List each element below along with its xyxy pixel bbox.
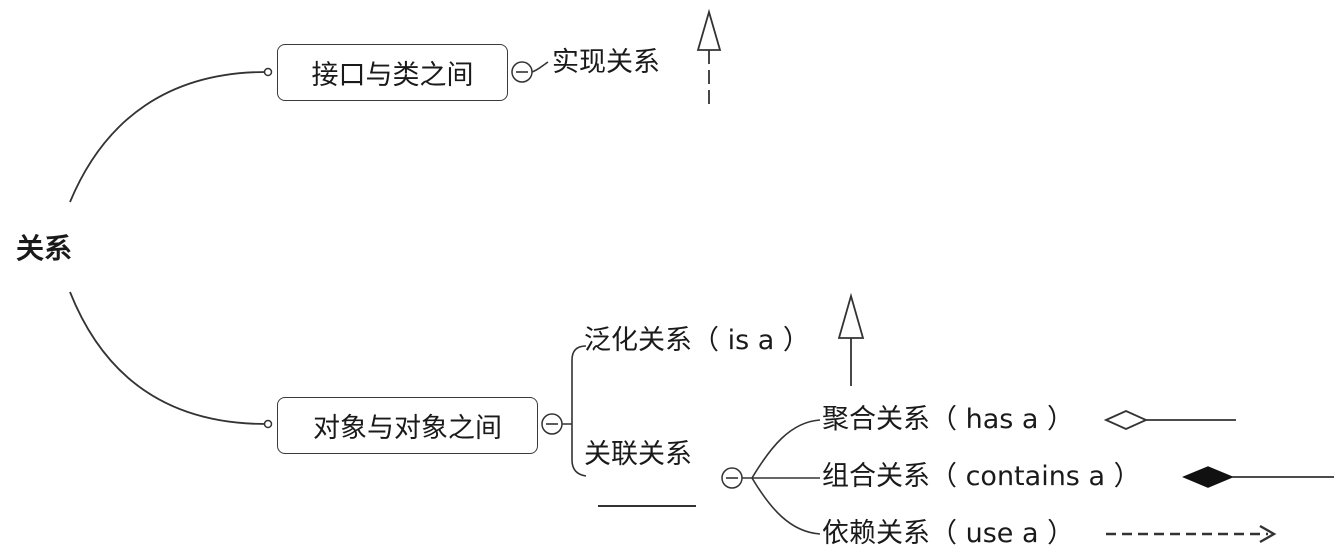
aggregation-diamond-symbol <box>1103 410 1236 430</box>
anchor-dot-object <box>263 419 273 429</box>
generalization-arrow-symbol <box>837 292 865 386</box>
collapse-toggle-association[interactable] <box>721 467 743 489</box>
realization-arrow-symbol <box>696 8 722 110</box>
node-realization[interactable]: 实现关系 <box>552 47 660 78</box>
collapse-toggle-object[interactable] <box>541 413 563 435</box>
branch-label-interface: 接口与类之间 <box>311 60 474 91</box>
dependency-arrow-symbol <box>1106 524 1277 544</box>
connector-object-children <box>562 345 587 477</box>
connector-root-interface <box>69 71 267 203</box>
node-composition[interactable]: 组合关系（ contains a ） <box>822 461 1141 492</box>
branch-node-interface[interactable]: 接口与类之间 <box>277 44 508 101</box>
connector-association-children <box>742 419 821 535</box>
node-dependency[interactable]: 依赖关系（ use a ） <box>822 518 1075 549</box>
anchor-dot-interface <box>263 67 273 77</box>
connector-realization <box>531 61 549 73</box>
node-association[interactable]: 关联关系 <box>584 439 692 470</box>
node-generalization[interactable]: 泛化关系（ is a ） <box>584 325 810 356</box>
root-node-label[interactable]: 关系 <box>16 232 73 265</box>
node-aggregation[interactable]: 聚合关系（ has a ） <box>822 404 1075 435</box>
collapse-toggle-interface[interactable] <box>511 61 533 83</box>
connector-root-object <box>69 291 267 425</box>
branch-label-object: 对象与对象之间 <box>313 413 502 444</box>
branch-node-object[interactable]: 对象与对象之间 <box>277 397 538 454</box>
composition-diamond-symbol <box>1182 466 1334 488</box>
